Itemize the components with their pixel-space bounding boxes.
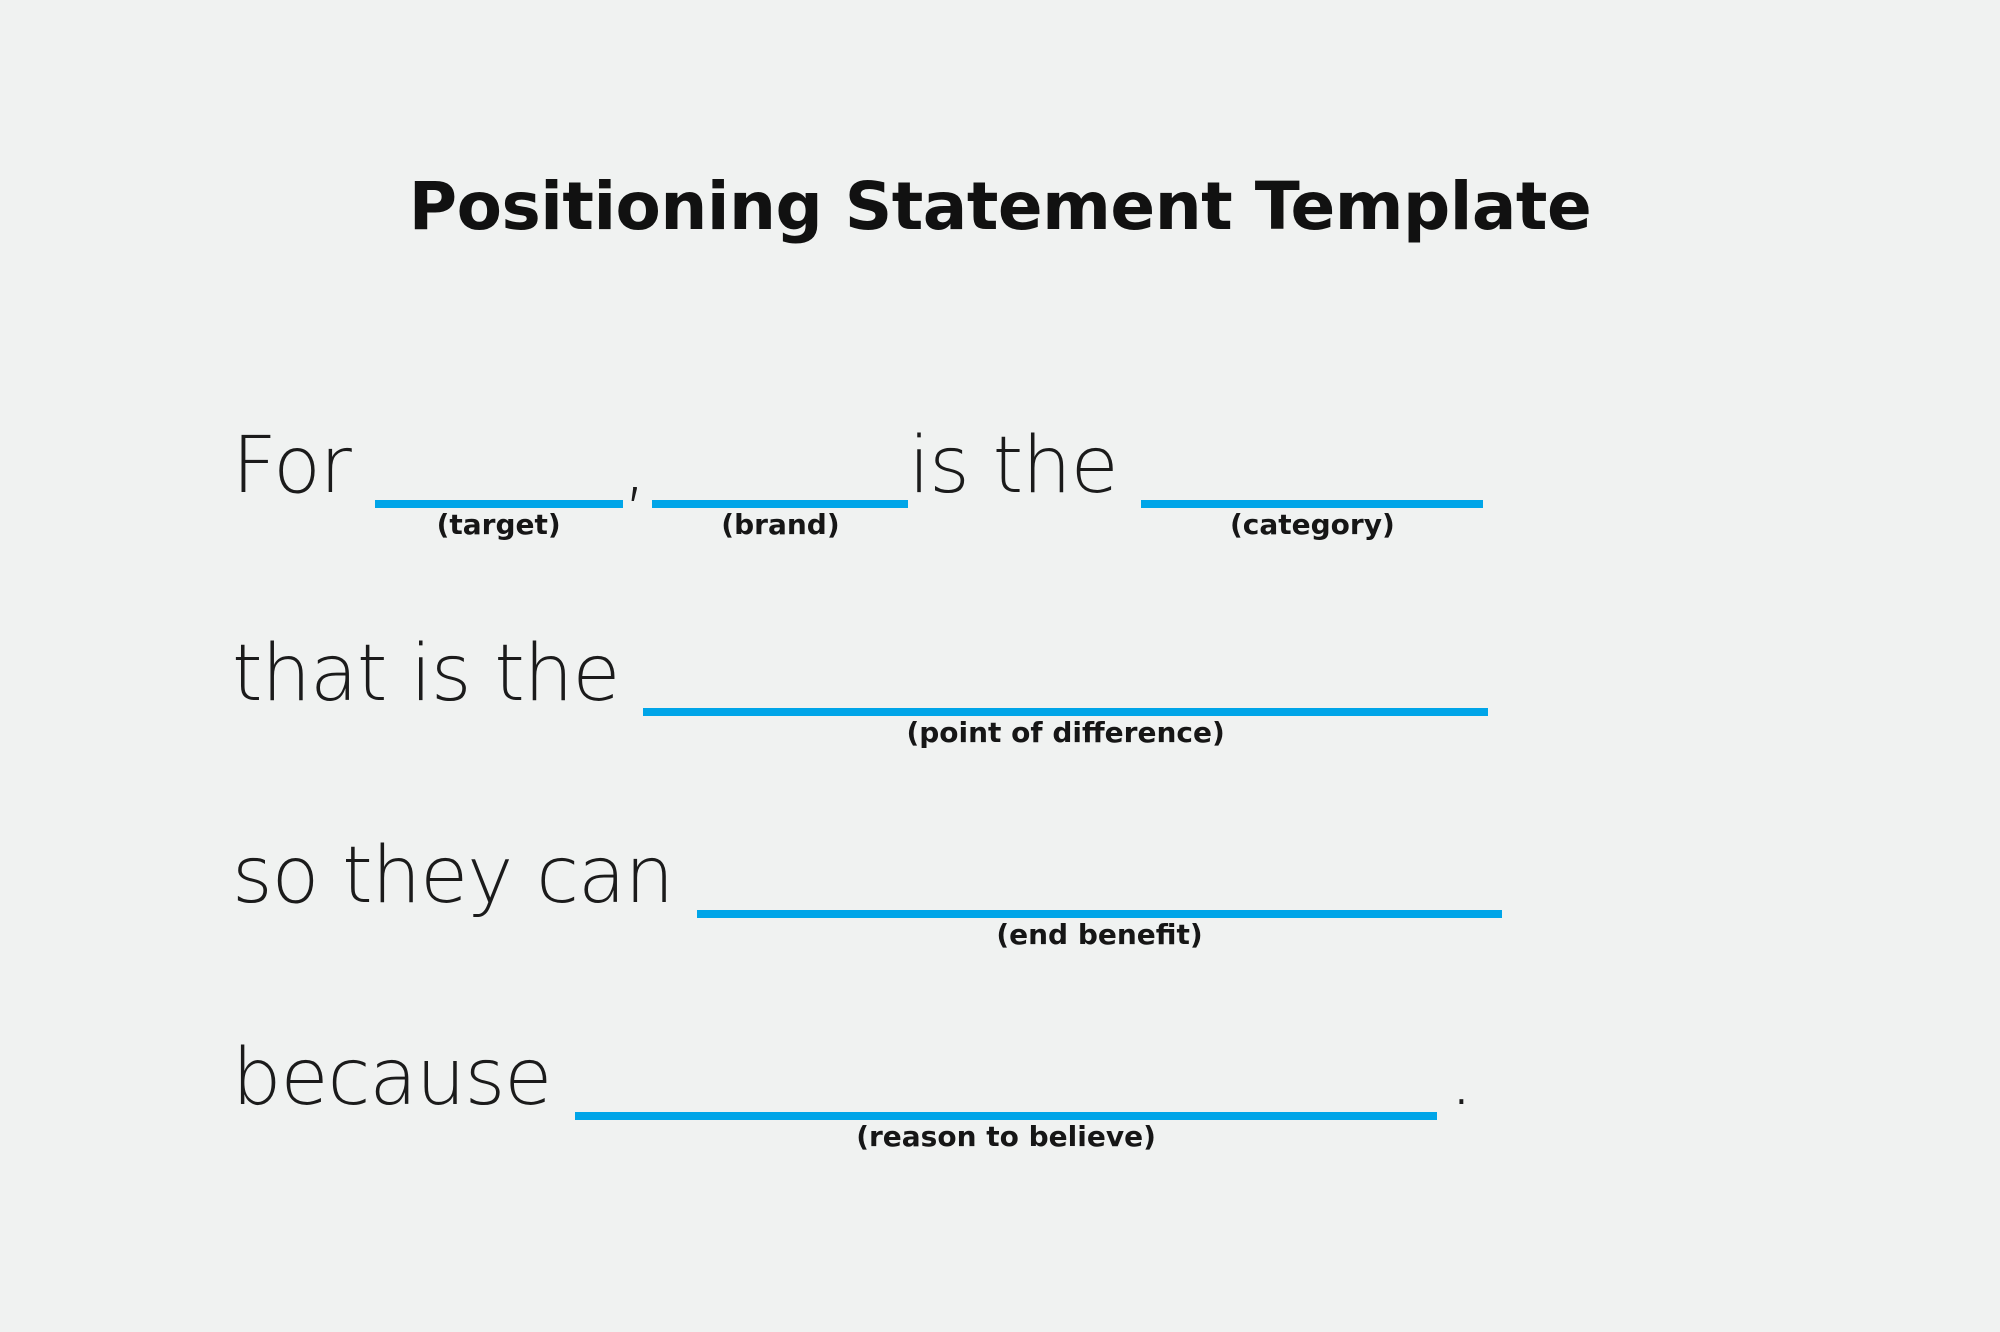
- statement-line-2: that is the (point of difference): [232, 616, 1932, 816]
- line4-period: .: [1449, 1033, 1474, 1123]
- line1-comma: ,: [622, 421, 648, 511]
- statement-line-1: For (target) , (brand) is the (category): [232, 408, 1932, 608]
- blank-brand[interactable]: (brand): [652, 428, 909, 541]
- line2-word-that-is-the: that is the: [232, 629, 644, 719]
- blank-point-of-difference[interactable]: (point of difference): [643, 636, 1489, 749]
- hint-brand: (brand): [721, 508, 840, 541]
- blank-reason-to-believe[interactable]: (reason to believe): [575, 1040, 1438, 1153]
- hint-target: (target): [436, 508, 561, 541]
- page-title: Positioning Statement Template: [408, 168, 1592, 245]
- statement-line-4: because (reason to believe) .: [232, 1020, 1932, 1220]
- blank-end-benefit[interactable]: (end benefit): [697, 838, 1503, 951]
- hint-point-of-difference: (point of difference): [906, 716, 1225, 749]
- line4-word-because: because: [232, 1033, 576, 1123]
- line1-word-for: For: [232, 421, 375, 511]
- blank-category[interactable]: (category): [1141, 428, 1484, 541]
- hint-category: (category): [1229, 508, 1395, 541]
- line3-word-so-they-can: so they can: [232, 831, 698, 921]
- blank-target[interactable]: (target): [374, 428, 623, 541]
- hint-end-benefit: (end benefit): [996, 918, 1203, 951]
- statement-line-3: so they can (end benefit): [232, 818, 1932, 1018]
- line1-word-is-the: is the: [908, 421, 1142, 511]
- positioning-statement-form: For (target) , (brand) is the (category)…: [232, 408, 1932, 1208]
- hint-reason-to-believe: (reason to believe): [856, 1120, 1156, 1153]
